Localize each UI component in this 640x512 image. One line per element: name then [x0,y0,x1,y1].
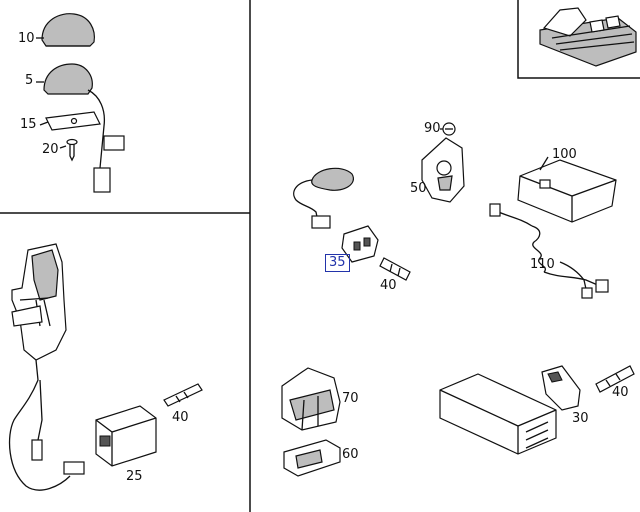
label-part-90: 90 [424,121,441,136]
label-part-35: 35 [325,254,350,272]
part-40-pin-left [163,383,203,407]
part-20-screw [66,138,78,162]
part-60-clip [283,439,341,477]
label-part-25: 25 [126,469,143,484]
part-40-pin-center [379,257,411,281]
storage-box [439,373,557,455]
part-5-clip [103,135,125,151]
label-part-5: 5 [25,73,34,88]
label-part-50: 50 [410,181,427,196]
label-part-40-center: 40 [380,278,397,293]
inset-frame [517,0,640,79]
label-part-70: 70 [342,391,359,406]
label-part-110: 110 [530,257,555,272]
label-part-15: 15 [20,117,37,132]
leader-lines [36,37,549,171]
handset-cradle [8,243,85,491]
part-90-screw [442,122,456,136]
sensor-with-cable [293,167,354,229]
part-5-antenna [43,63,125,193]
part-50-bracket [421,137,465,203]
part-70-holder [281,367,341,431]
part-110-coiled-cable [489,203,609,299]
part-25-adapter [95,405,157,467]
part-40-pin-right [595,365,635,393]
label-part-40-right: 40 [612,385,629,400]
part-10-antenna-cover [41,13,95,47]
part-35-connector [341,225,379,263]
inset-phone-illustration [539,7,637,67]
label-part-100: 100 [552,147,577,162]
label-part-60: 60 [342,447,359,462]
label-part-10: 10 [18,31,35,46]
label-part-40-left: 40 [172,410,189,425]
part-15-base-plate [45,111,101,131]
part-5-connector [93,167,111,193]
part-100-control-unit [517,159,617,223]
part-30-adapter [541,365,581,411]
label-part-30: 30 [572,411,589,426]
label-part-20: 20 [42,142,59,157]
